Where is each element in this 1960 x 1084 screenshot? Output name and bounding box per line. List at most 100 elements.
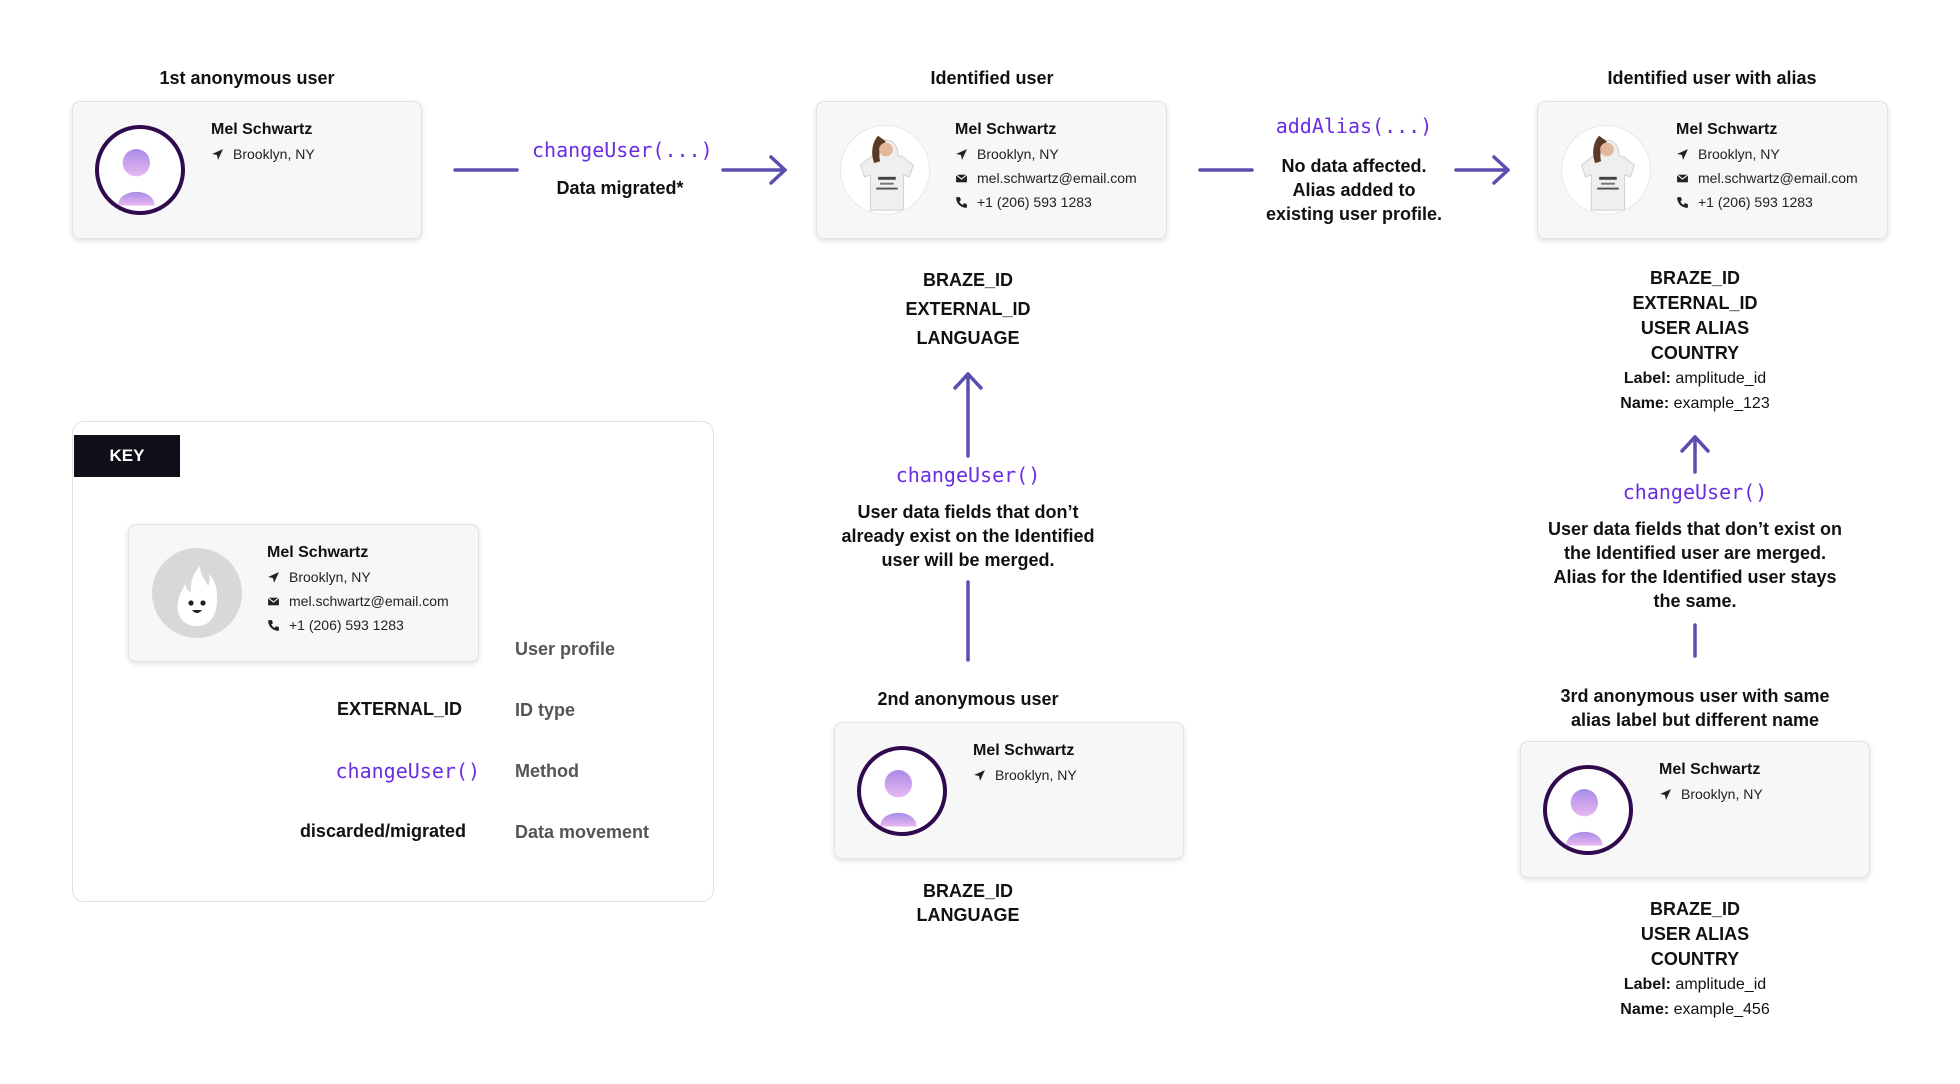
profile-name: Mel Schwartz — [1676, 121, 1778, 138]
profile-phone: +1 (206) 593 1283 — [267, 617, 404, 635]
profile-phone-text: +1 (206) 593 1283 — [1698, 194, 1813, 210]
alias-name-value: example_456 — [1673, 1001, 1770, 1018]
method-changeuser: changeUser() — [1622, 480, 1768, 504]
profile-name: Mel Schwartz — [267, 544, 369, 561]
location-arrow-icon — [211, 148, 227, 164]
id-list-identified-user-alias: BRAZE_ID EXTERNAL_ID USER ALIAS COUNTRY … — [1584, 266, 1806, 416]
profile-location-text: Brooklyn, NY — [1698, 146, 1780, 162]
id-type: LANGUAGE — [916, 328, 1020, 348]
alias-label-value: amplitude_id — [1675, 370, 1767, 387]
profile-location-text: Brooklyn, NY — [977, 146, 1059, 162]
profile-email: mel.schwartz@email.com — [955, 170, 1137, 188]
id-list-identified-user: BRAZE_ID EXTERNAL_ID LANGUAGE — [880, 266, 1056, 353]
title-1st-anonymous-user: 1st anonymous user — [159, 68, 335, 88]
profile-phone: +1 (206) 593 1283 — [955, 194, 1092, 212]
key-example-data-movement: discarded/migrated — [299, 821, 466, 841]
key-example-method: changeUser() — [335, 759, 481, 783]
alias-label-key: Label: — [1623, 976, 1671, 993]
profile-phone-text: +1 (206) 593 1283 — [977, 194, 1092, 210]
profile-phone-text: +1 (206) 593 1283 — [289, 617, 404, 633]
user-profile-card-identified-alias: Mel Schwartz Brooklyn, NY mel.schwartz@e… — [1537, 101, 1888, 239]
profile-phone: +1 (206) 593 1283 — [1676, 194, 1813, 212]
location-arrow-icon — [973, 769, 989, 785]
id-type: EXTERNAL_ID — [905, 299, 1031, 319]
title-2nd-anonymous-user: 2nd anonymous user — [877, 689, 1059, 709]
profile-location: Brooklyn, NY — [1659, 786, 1763, 804]
avatar — [857, 746, 947, 836]
envelope-icon — [1676, 172, 1692, 188]
method-changeuser-args: changeUser(...) — [532, 138, 713, 162]
profile-email-text: mel.schwartz@email.com — [1698, 170, 1858, 186]
profile-email-text: mel.schwartz@email.com — [289, 593, 449, 609]
note-line: User data fields that don’t — [857, 502, 1079, 522]
profile-location: Brooklyn, NY — [955, 146, 1059, 164]
method-addalias: addAlias(...) — [1275, 114, 1433, 138]
alias-name-key: Name: — [1620, 1001, 1670, 1018]
envelope-icon — [267, 595, 283, 611]
note-alias-added: No data affected. Alias added to existin… — [1230, 154, 1478, 226]
id-list-3rd-anonymous: BRAZE_ID USER ALIAS COUNTRY Label: ampli… — [1584, 897, 1806, 1022]
id-type: BRAZE_ID — [922, 270, 1013, 290]
arrowhead-4 — [1680, 435, 1710, 453]
alias-name-row: Name: example_123 — [1584, 391, 1806, 416]
title-line: 3rd anonymous user with same — [1560, 686, 1830, 706]
location-arrow-icon — [1676, 148, 1692, 164]
anonymous-person-icon — [880, 770, 917, 827]
title-identified-user: Identified user — [930, 68, 1054, 88]
method-changeuser: changeUser() — [895, 463, 1041, 487]
alias-label-row: Label: amplitude_id — [1584, 366, 1806, 391]
title-3rd-anonymous-user: 3rd anonymous user with same alias label… — [1540, 684, 1850, 732]
note-line: the same. — [1653, 591, 1737, 611]
avatar — [95, 125, 185, 215]
key-desc-user-profile: User profile — [515, 639, 616, 659]
avatar — [1561, 125, 1651, 215]
location-arrow-icon — [1659, 788, 1675, 804]
note-line: already exist on the Identified — [841, 526, 1095, 546]
id-type: LANGUAGE — [916, 905, 1020, 925]
location-arrow-icon — [955, 148, 971, 164]
arrowhead-2 — [953, 372, 983, 390]
user-profile-card-3rd-anonymous: Mel Schwartz Brooklyn, NY — [1520, 741, 1870, 878]
title-identified-user-with-alias: Identified user with alias — [1607, 68, 1817, 88]
note-line: Alias for the Identified user stays — [1553, 567, 1837, 587]
id-type: COUNTRY — [1650, 949, 1740, 969]
id-type: COUNTRY — [1650, 343, 1740, 363]
user-profile-card-1st-anonymous: Mel Schwartz Brooklyn, NY — [72, 101, 422, 239]
avatar — [840, 125, 930, 215]
id-list-2nd-anonymous: BRAZE_ID LANGUAGE — [880, 879, 1056, 927]
alias-name-value: example_123 — [1673, 395, 1770, 412]
phone-icon — [1676, 196, 1692, 212]
id-type: USER ALIAS — [1640, 924, 1750, 944]
note-merge-3rd-anonymous: User data fields that don’t exist on the… — [1520, 517, 1870, 613]
avatar — [1543, 765, 1633, 855]
profile-location-text: Brooklyn, NY — [289, 569, 371, 585]
phone-icon — [267, 619, 283, 635]
id-type: EXTERNAL_ID — [1632, 293, 1758, 313]
note-line: Alias added to — [1292, 180, 1416, 200]
note-line: existing user profile. — [1265, 204, 1443, 224]
alias-label-row: Label: amplitude_id — [1584, 972, 1806, 997]
key-desc-data-movement: Data movement — [515, 822, 650, 842]
key-example-id-type: EXTERNAL_ID — [336, 699, 462, 719]
id-type: USER ALIAS — [1640, 318, 1750, 338]
arrowhead-1 — [769, 155, 787, 185]
alias-label-value: amplitude_id — [1675, 976, 1767, 993]
location-arrow-icon — [267, 571, 283, 587]
note-line: User data fields that don’t exist on — [1547, 519, 1843, 539]
profile-email: mel.schwartz@email.com — [1676, 170, 1858, 188]
profile-location: Brooklyn, NY — [267, 569, 371, 587]
anonymous-person-icon — [118, 149, 155, 206]
note-line: user will be merged. — [881, 550, 1055, 570]
id-type: BRAZE_ID — [922, 881, 1013, 901]
id-type: BRAZE_ID — [1649, 899, 1740, 919]
id-type: BRAZE_ID — [1649, 268, 1740, 288]
flame-mascot-icon — [177, 566, 218, 626]
anonymous-person-icon — [1566, 789, 1603, 846]
profile-location-text: Brooklyn, NY — [233, 146, 315, 162]
phone-icon — [955, 196, 971, 212]
arrowhead-3 — [1492, 155, 1510, 185]
profile-location-text: Brooklyn, NY — [1681, 786, 1763, 802]
profile-name: Mel Schwartz — [955, 121, 1057, 138]
note-line: No data affected. — [1281, 156, 1427, 176]
